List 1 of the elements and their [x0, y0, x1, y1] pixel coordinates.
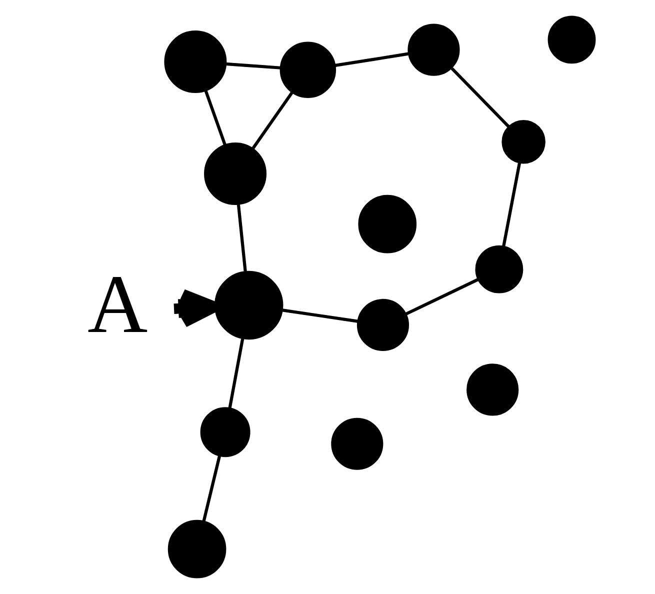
node-text: A [86, 259, 148, 352]
